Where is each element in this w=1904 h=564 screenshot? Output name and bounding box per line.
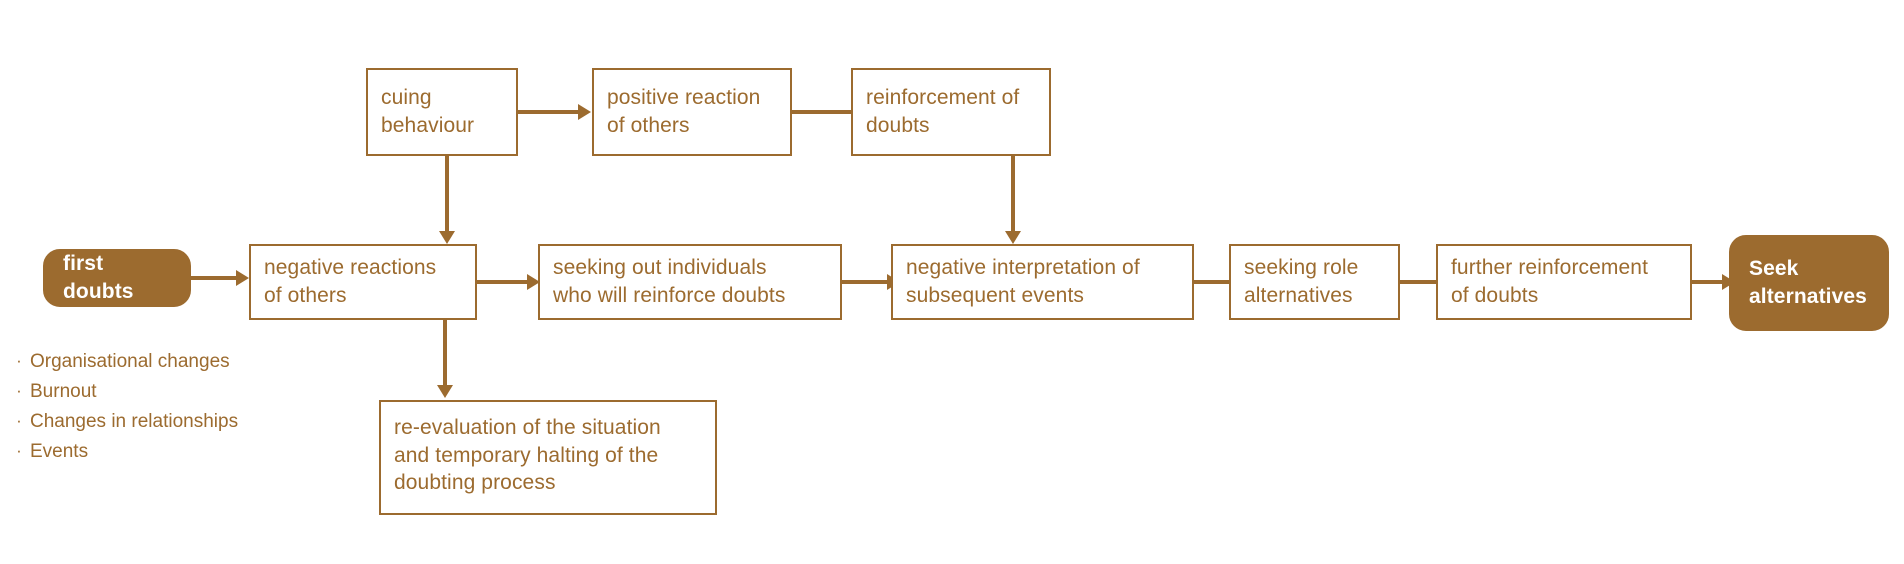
edge-reinforcement-to-interpretation-arrowhead [1005,231,1021,244]
node-positive-reaction[interactable]: positive reaction of others [592,68,792,156]
node-first-doubts-label: first doubts [63,252,134,303]
node-seeking-out-individuals[interactable]: seeking out individuals who will reinfor… [538,244,842,320]
node-negative-interpretation[interactable]: negative interpretation of subsequent ev… [891,244,1194,320]
edge-negative-to-seeking-line [477,280,532,284]
node-seek-alternatives[interactable]: Seek alternatives [1729,235,1889,331]
list-item: · Organisational changes [8,352,338,382]
list-item-label: Organisational changes [30,351,230,372]
node-first-doubts[interactable]: first doubts [43,249,191,307]
edge-cuing-to-positive-arrowhead [578,104,591,120]
node-reinforcement-of-doubts[interactable]: reinforcement of doubts [851,68,1051,156]
edge-further-to-seek-line [1692,280,1728,284]
node-cuing-behaviour[interactable]: cuing behaviour [366,68,518,156]
bullet-dot-icon: · [16,441,22,460]
list-item: · Events [8,442,338,472]
edge-negative-to-reevaluation-arrowhead [437,385,453,398]
list-item-label: Events [30,441,89,462]
edge-interpretation-to-role-line [1194,280,1242,284]
node-seeking-role-alternatives[interactable]: seeking role alternatives [1229,244,1400,320]
edge-seeking-to-interpretation-line [842,280,897,284]
edge-first-doubts-to-negative-arrowhead [236,270,249,286]
trigger-bullet-list: · Organisational changes · Burnout · Cha… [8,352,338,472]
node-reinforcement-of-doubts-label: reinforcement of doubts [866,86,1020,137]
edge-role-to-further-line [1400,280,1448,284]
edge-first-doubts-to-negative-line [191,276,241,280]
edge-positive-to-reinforcement-line [792,110,854,114]
node-re-evaluation-label: re-evaluation of the situation and tempo… [394,416,661,495]
edge-reinforcement-to-interpretation-line [1011,156,1015,234]
node-negative-reactions[interactable]: negative reactions of others [249,244,477,320]
list-item: · Burnout [8,382,338,412]
node-negative-reactions-label: negative reactions of others [264,256,437,307]
node-cuing-behaviour-label: cuing behaviour [381,86,475,137]
list-item: · Changes in relationships [8,412,338,442]
node-further-reinforcement[interactable]: further reinforcement of doubts [1436,244,1692,320]
edge-cuing-to-negative-arrowhead [439,231,455,244]
node-seek-alternatives-label: Seek alternatives [1749,257,1867,308]
edge-cuing-to-positive-line [518,110,581,114]
bullet-dot-icon: · [16,381,22,400]
node-seeking-role-alternatives-label: seeking role alternatives [1244,256,1359,307]
node-positive-reaction-label: positive reaction of others [607,86,761,137]
node-re-evaluation[interactable]: re-evaluation of the situation and tempo… [379,400,717,515]
node-negative-interpretation-label: negative interpretation of subsequent ev… [906,256,1140,307]
node-seeking-out-individuals-label: seeking out individuals who will reinfor… [553,256,786,307]
bullet-dot-icon: · [16,411,22,430]
edge-negative-to-reevaluation-line [443,320,447,388]
edge-negative-to-seeking-arrowhead [527,274,540,290]
edge-cuing-to-negative-line [445,156,449,234]
list-item-label: Burnout [30,381,97,402]
bullet-dot-icon: · [16,351,22,370]
list-item-label: Changes in relationships [30,411,239,432]
node-further-reinforcement-label: further reinforcement of doubts [1451,256,1649,307]
